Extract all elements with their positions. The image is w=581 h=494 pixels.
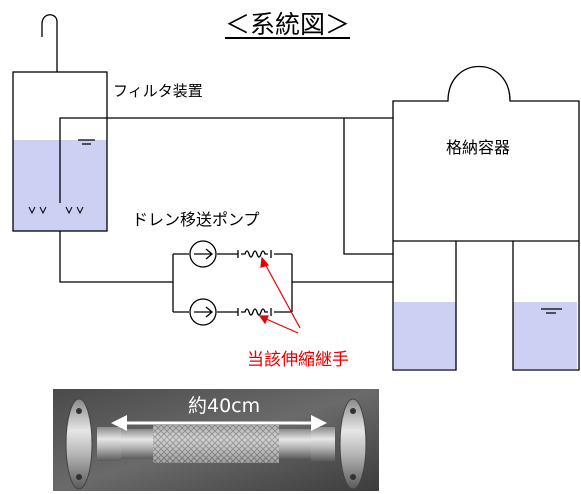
expansion-joint-photo: 約40cm (53, 389, 379, 491)
expansion-joint-lower (237, 308, 272, 316)
drain-line-suction (59, 231, 173, 283)
filter-inner-pipe (59, 117, 393, 203)
containment-vessel-label: 格納容器 (446, 138, 511, 157)
vent-line (343, 118, 393, 255)
drain-pump-lower (189, 298, 217, 326)
drain-pump-label: ドレン移送ポンプ (132, 210, 260, 229)
filter-unit-label: フィルタ装置 (113, 82, 203, 100)
sparger-marks (28, 206, 84, 215)
water-level-mark (78, 139, 95, 145)
length-label: 約40cm (188, 395, 261, 417)
pump-arrow-lower (194, 306, 214, 318)
drain-pump-upper (189, 240, 217, 268)
pump-arrow-upper (194, 248, 214, 260)
containment-vessel (392, 66, 580, 371)
containment-water-left (394, 302, 456, 369)
callout-lines (258, 256, 301, 334)
expansion-joint-label: 当該伸縮継手 (247, 350, 349, 370)
vent-pipe (41, 14, 58, 72)
expansion-joint-upper (237, 250, 272, 258)
expansion-joint-photo-image (53, 389, 379, 491)
length-arrow (111, 415, 327, 431)
containment-water-right (513, 302, 577, 369)
diagram-title: ＜系統図＞ (225, 10, 351, 39)
containment-water-mark (541, 308, 562, 314)
